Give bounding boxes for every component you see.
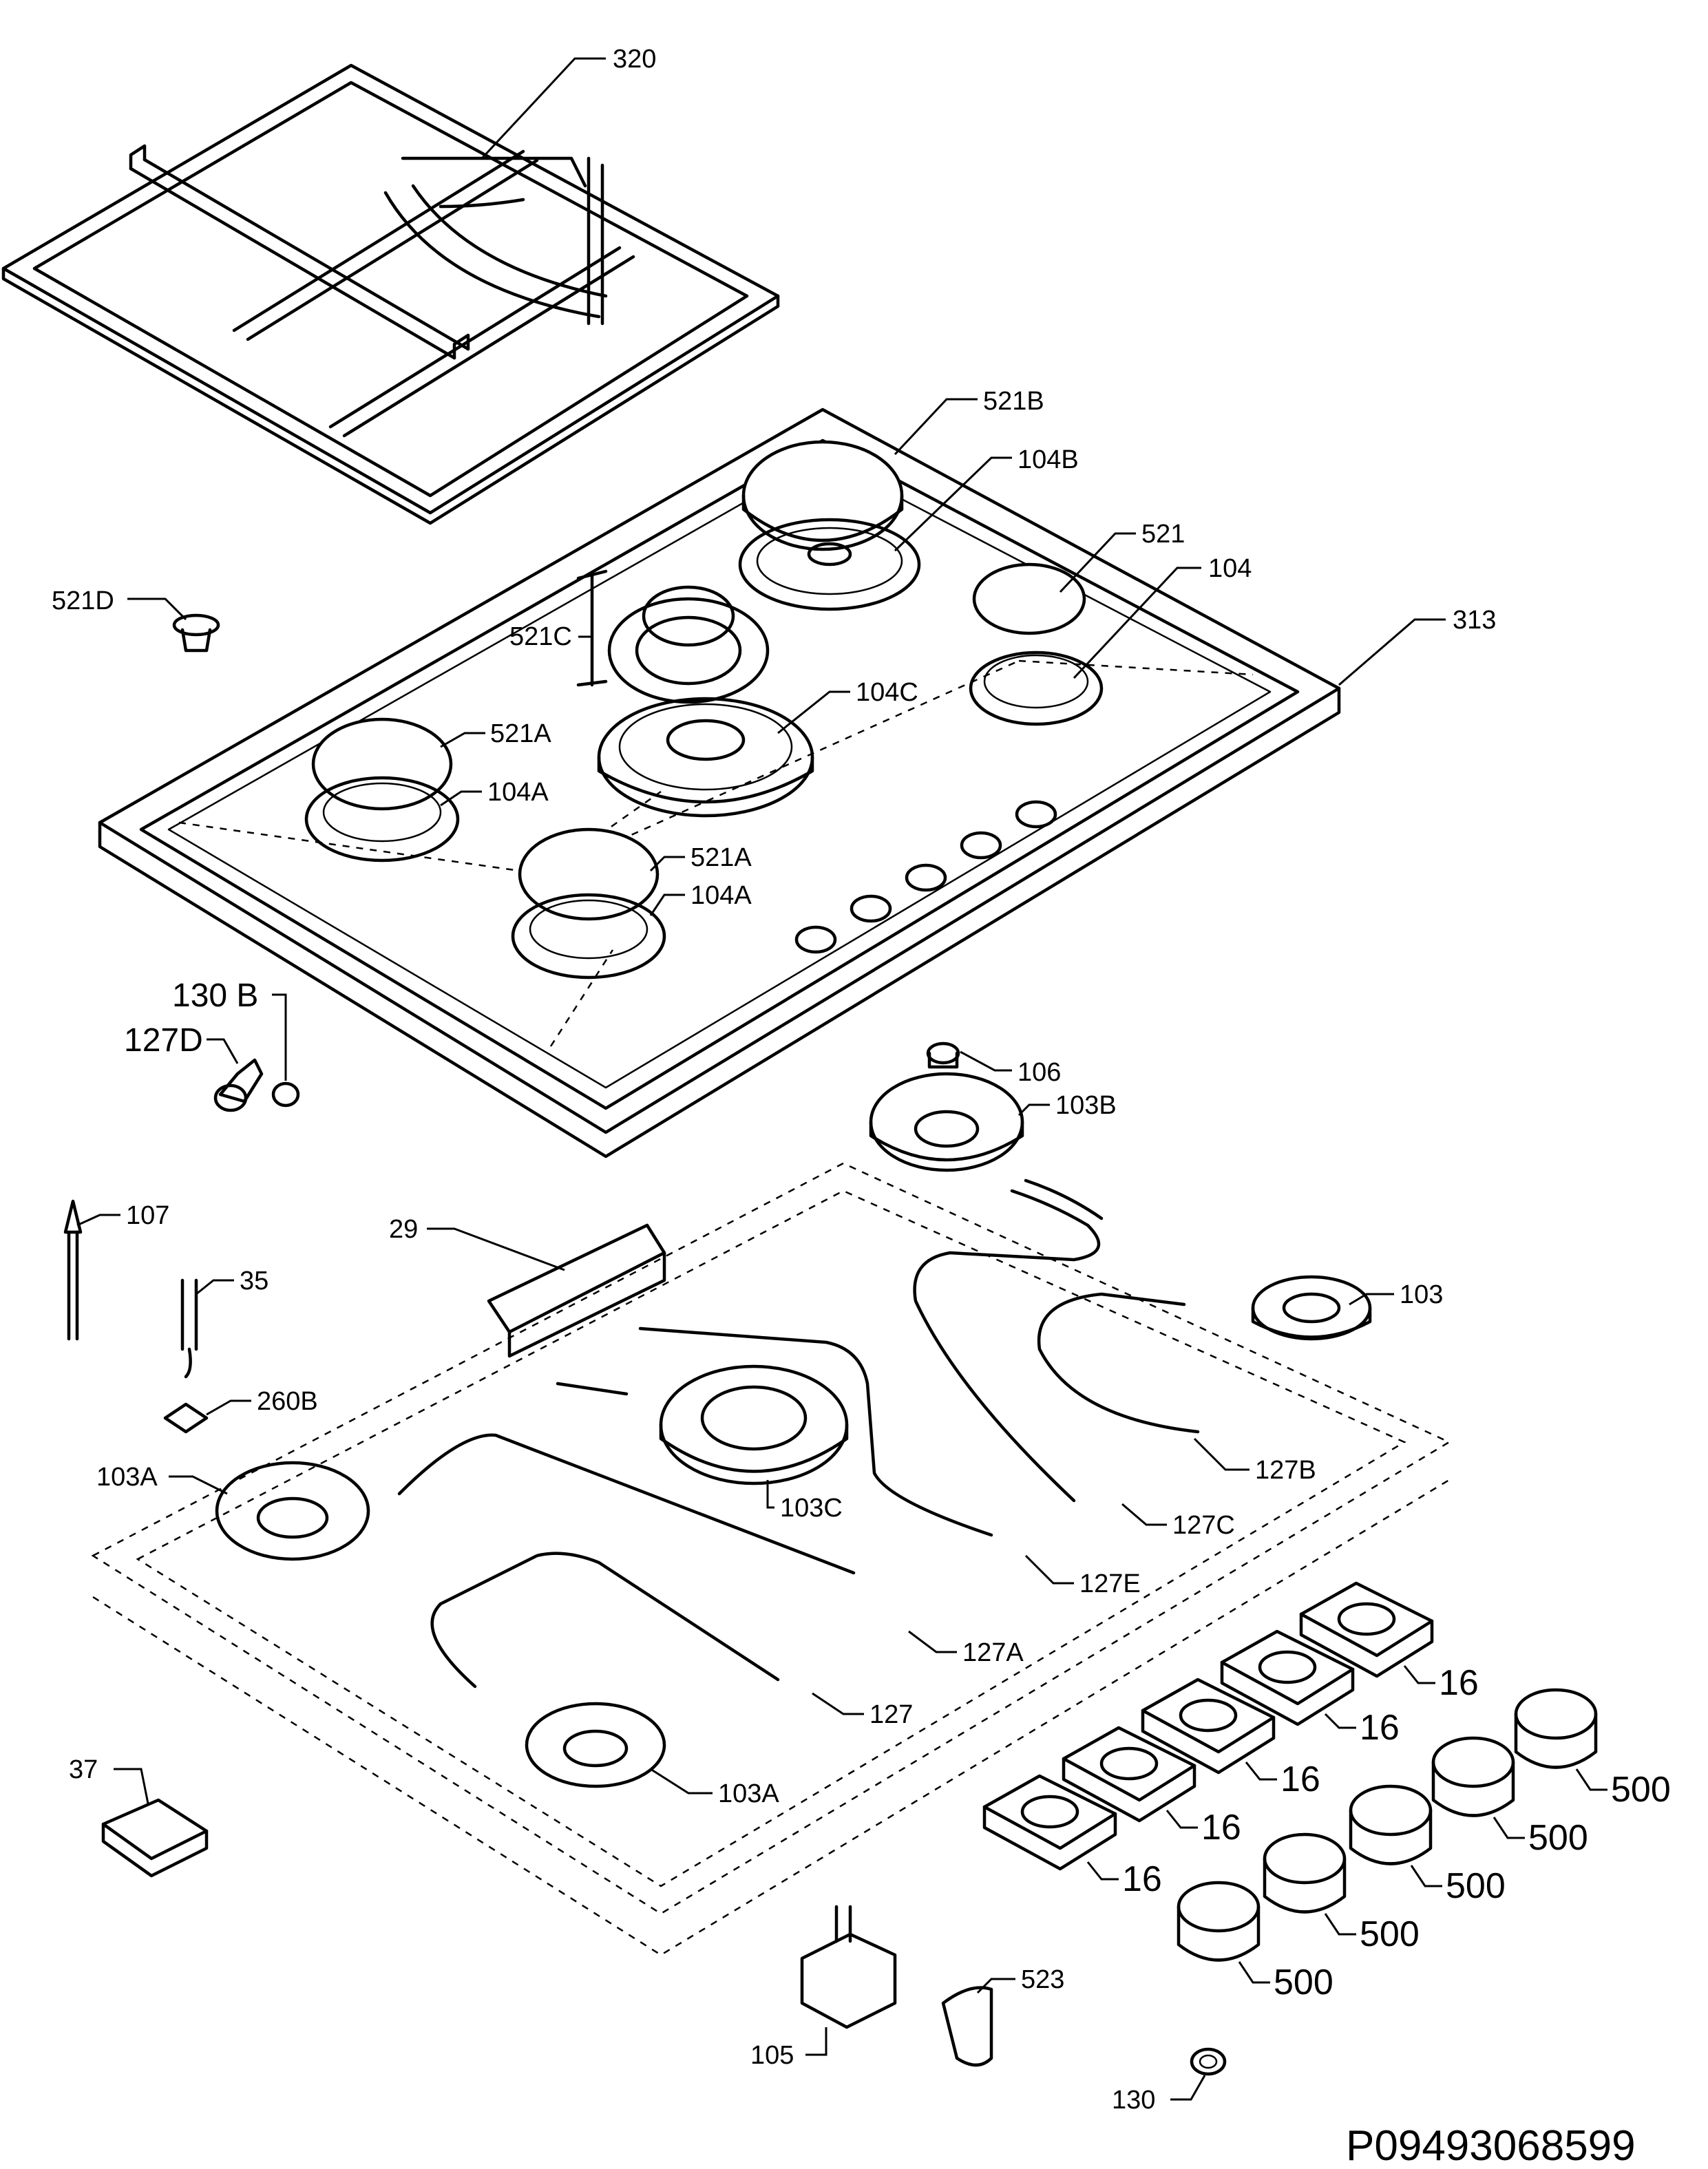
- hob-top-plate-313: [98, 408, 1341, 1158]
- callout-320: 320: [613, 45, 656, 74]
- knob-5: [1177, 1881, 1261, 1962]
- burner-crown-104: [969, 650, 1104, 726]
- knob-housing-3: [1141, 1678, 1276, 1775]
- callout-16-5: 16: [1122, 1859, 1162, 1899]
- knob-2: [1431, 1736, 1515, 1817]
- burner-cap-521: [972, 562, 1086, 635]
- callout-521: 521: [1141, 520, 1185, 549]
- callout-107: 107: [126, 1201, 169, 1230]
- knob-housing-4: [1062, 1726, 1196, 1823]
- pan-support-grate-320: [1, 63, 780, 525]
- drawing-number: P09493068599: [1346, 2122, 1636, 2169]
- control-knobs-500: [1177, 1688, 1598, 1962]
- burner-crown-104a-left: [304, 776, 460, 863]
- burner-base-103b: [869, 1072, 1024, 1172]
- callout-127c: 127C: [1172, 1511, 1235, 1540]
- callout-500-3: 500: [1446, 1866, 1506, 1906]
- callout-500-1: 500: [1611, 1770, 1671, 1810]
- callout-104a-left: 104A: [487, 778, 549, 807]
- callout-104c: 104C: [856, 678, 918, 707]
- callout-16-4: 16: [1201, 1808, 1241, 1848]
- callout-16-3: 16: [1280, 1759, 1320, 1799]
- spring-523: [941, 1986, 993, 2067]
- callout-103a-front: 103A: [718, 1779, 779, 1808]
- callout-16-1: 16: [1439, 1663, 1479, 1703]
- knob-3: [1349, 1784, 1433, 1865]
- burner-base-103: [1251, 1275, 1372, 1341]
- callout-127e: 127E: [1079, 1569, 1141, 1598]
- callout-127d: 127D: [124, 1022, 203, 1059]
- callout-127b: 127B: [1255, 1456, 1316, 1485]
- callout-521a-left: 521A: [490, 719, 551, 748]
- callout-130b: 130 B: [172, 977, 258, 1014]
- gas-pipes: [397, 1178, 1200, 1689]
- gas-valve-105: [800, 1905, 897, 2029]
- callout-103c: 103C: [780, 1494, 843, 1523]
- elbow-connector-127d: [213, 1058, 264, 1112]
- microswitch-37: [101, 1798, 209, 1878]
- callout-104: 104: [1208, 554, 1252, 583]
- burner-crown-104c: [597, 697, 814, 818]
- callout-29: 29: [389, 1215, 418, 1244]
- seal-ring-130: [1190, 2047, 1227, 2076]
- burner-crown-104a-front: [511, 893, 666, 980]
- knob-housing-2: [1220, 1629, 1355, 1726]
- rubber-foot-521d: [172, 613, 220, 653]
- burner-base-103c: [659, 1364, 849, 1485]
- knob-1: [1514, 1688, 1598, 1769]
- callout-35: 35: [240, 1267, 268, 1295]
- callout-16-2: 16: [1360, 1708, 1400, 1748]
- callout-521b: 521B: [983, 387, 1044, 416]
- burner-crown-104b: [738, 518, 921, 611]
- knob-housings-16: [982, 1581, 1434, 1871]
- thermocouple-107: [63, 1199, 83, 1341]
- callout-103b: 103B: [1055, 1091, 1117, 1120]
- burner-cap-521a-left: [311, 717, 453, 811]
- callout-130: 130: [1112, 2086, 1155, 2115]
- callout-37: 37: [69, 1755, 98, 1784]
- callout-260b: 260B: [257, 1387, 318, 1416]
- ignition-electrode-35: [180, 1278, 198, 1379]
- callout-106: 106: [1018, 1058, 1061, 1087]
- callout-127: 127: [869, 1700, 913, 1729]
- callout-127a: 127A: [962, 1638, 1024, 1667]
- burner-cap-521c: [607, 585, 770, 704]
- burner-base-103a-front: [525, 1702, 666, 1788]
- callout-521c: 521C: [509, 622, 572, 651]
- leader-lines: [76, 57, 1607, 2101]
- callout-labels: 320 521B 104B 521 104 313 521D 521C 104C…: [52, 45, 1671, 2169]
- ignition-generator-29: [487, 1223, 666, 1358]
- callout-104b: 104B: [1018, 445, 1079, 474]
- callout-500-2: 500: [1528, 1818, 1588, 1858]
- knob-housing-1: [1299, 1581, 1434, 1678]
- callout-103: 103: [1400, 1280, 1443, 1309]
- burner-base-103a-left: [215, 1461, 370, 1561]
- knob-4: [1263, 1832, 1347, 1914]
- callout-521a-front: 521A: [690, 843, 752, 872]
- callout-104a-front: 104A: [690, 881, 752, 910]
- burner-base-106: [926, 1041, 960, 1069]
- callout-313: 313: [1453, 606, 1496, 635]
- callout-103a-left: 103A: [96, 1463, 158, 1492]
- seal-ring-130b: [271, 1081, 300, 1108]
- clip-260b: [163, 1402, 209, 1434]
- knob-housing-5: [982, 1774, 1117, 1871]
- callout-500-5: 500: [1274, 1962, 1333, 2002]
- callout-523: 523: [1021, 1965, 1064, 1994]
- callout-521d: 521D: [52, 586, 114, 615]
- burner-cap-521a-front: [518, 827, 660, 921]
- base-tray-outline: [91, 1162, 1451, 1956]
- callout-500-4: 500: [1360, 1914, 1420, 1954]
- callout-105: 105: [750, 2041, 794, 2070]
